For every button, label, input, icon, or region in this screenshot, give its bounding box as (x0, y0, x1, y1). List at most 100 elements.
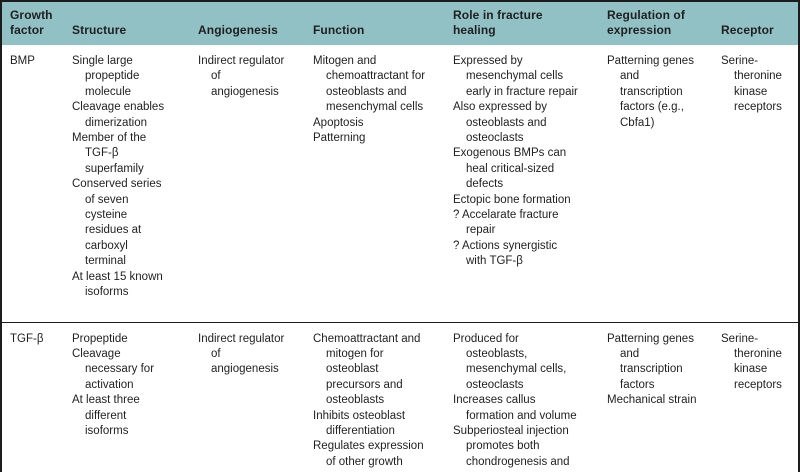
cell-line: TGF-β (85, 147, 119, 160)
cell-line: Exogenous BMPs can (453, 147, 567, 160)
cell-line: Member of the (72, 132, 147, 145)
cell-bmp-growth-factor: BMP (2, 45, 64, 322)
cell-line: early in fracture repair (466, 85, 578, 98)
cell-line: Patterning genes (607, 332, 694, 345)
cell-line: Mitogen and (313, 55, 377, 67)
header-line: Growth (10, 8, 53, 22)
cell-line: chondrogenesis and (466, 455, 570, 468)
cell-line: isoforms (85, 424, 129, 437)
cell-line: angiogenesis (211, 363, 279, 376)
cell-entry: ? Accelarate fracture repair (453, 208, 597, 239)
cell-line: Serine- (721, 332, 759, 345)
cell-line: necessary for (85, 363, 155, 376)
cell-line: BMP (10, 55, 35, 67)
cell-line: Subperiosteal injection (453, 424, 569, 437)
cell-entry: Patterning genes and transcription factors … (607, 54, 711, 131)
cell-line: osteoclasts (466, 378, 524, 391)
cell-line: formation and volume (466, 409, 577, 422)
cell-line: Increases callus (453, 394, 536, 407)
cell-line: Also expressed by (453, 101, 547, 114)
cell-line: ? Accelarate fracture (453, 209, 559, 222)
cell-line: of seven (85, 193, 129, 206)
header-line: expression (607, 23, 672, 37)
cell-entry: Regulates expression of other growth (313, 439, 443, 470)
cell-line: receptors (734, 378, 782, 391)
cell-line: and (620, 70, 640, 83)
cell-line: residues at (85, 224, 142, 237)
cell-line: of other growth (326, 455, 403, 468)
cell-line: mesenchymal cells (466, 70, 564, 83)
cell-line: isoforms (85, 286, 129, 299)
cell-line: osteoclasts (466, 132, 524, 145)
column-header-function: Function (305, 2, 445, 45)
cell-line: mitogen for (326, 347, 384, 360)
cell-line: theronine (734, 70, 782, 83)
cell-line: osteoblast (326, 363, 379, 376)
cell-line: of (211, 70, 221, 83)
cell-line: receptors (734, 101, 782, 114)
cell-line: factors (e.g., (620, 101, 684, 114)
cell-line: Single large (72, 55, 133, 67)
cell-line: mesenchymal cells (326, 101, 424, 114)
cell-line: Produced for (453, 332, 519, 345)
cell-tgf-growth-factor: TGF-β (2, 321, 64, 471)
cell-line: defects (466, 178, 504, 191)
cell-line: cysteine (85, 209, 128, 222)
cell-entry: Ectopic bone formation (453, 193, 597, 208)
header-line: Structure (72, 23, 127, 37)
cell-line: kinase (734, 85, 768, 98)
cell-entry: TGF-β (10, 332, 62, 347)
cell-entry: Serine-theronine kinase receptors (721, 54, 796, 116)
cell-line: Patterning (313, 132, 366, 145)
cell-line: superfamily (85, 162, 144, 175)
cell-line: heal critical-sized (466, 162, 555, 175)
header-line: healing (453, 23, 496, 37)
cell-line: ? Actions synergistic (453, 239, 558, 252)
cell-line: Serine- (721, 55, 759, 67)
cell-line: Indirect regulator (198, 55, 285, 67)
cell-line: transcription (620, 85, 683, 98)
cell-line: repair (466, 224, 496, 237)
cell-line: differentiation (326, 424, 395, 437)
cell-entry: BMP (10, 54, 62, 69)
cell-line: Patterning genes (607, 55, 694, 67)
cell-entry: Patterning (313, 131, 443, 146)
cell-bmp-regulation-of-expression: Patterning genes and transcription factors … (599, 45, 713, 322)
header-line: Role in fracture (453, 8, 543, 22)
cell-line: activation (85, 378, 134, 391)
header-line: Function (313, 23, 365, 37)
cell-bmp-receptor: Serine-theronine kinase receptors (713, 45, 798, 322)
cell-line: dimerization (85, 116, 147, 129)
cell-line: terminal (85, 255, 126, 268)
cell-line: Regulates expression (313, 440, 424, 453)
header-line: Regulation of (607, 8, 685, 22)
cell-entry: Increases callus formation and volume (453, 393, 597, 424)
column-header-receptor: Receptor (713, 2, 798, 45)
cell-line: osteoblasts, (466, 347, 528, 360)
